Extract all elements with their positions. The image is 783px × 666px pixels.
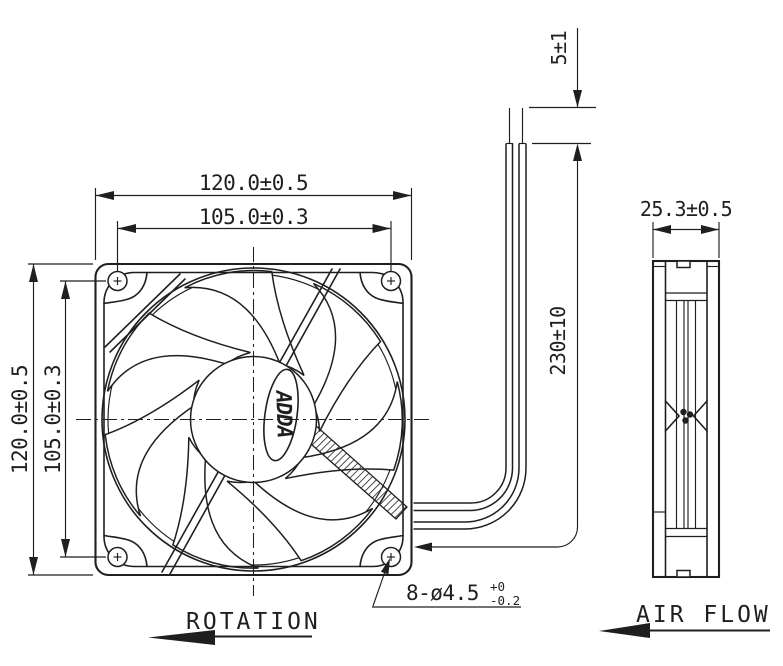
dimension-frame-width: 120.0±0.5 (94, 171, 413, 260)
fan-blade (312, 282, 382, 432)
frame-outer (94, 262, 413, 577)
lead-wires (413, 108, 527, 530)
fan-blade (184, 269, 305, 377)
dimension-frame-height: 120.0±0.5 (8, 263, 93, 576)
boss-bottom-left (103, 534, 148, 568)
hub-logo: ADDA (263, 368, 299, 462)
dimension-strip-length: 5±1 (529, 28, 596, 145)
corner-bosses (103, 271, 404, 568)
fan-front-view: ADDA (76, 247, 429, 596)
dim-arrow-left (117, 224, 136, 233)
dim-arrow-left (653, 225, 671, 234)
wire-length-text: 230±10 (546, 306, 570, 375)
rotation-label: ROTATION (186, 609, 321, 635)
dim-arrow-left (95, 191, 114, 200)
rotation-indicator: ROTATION (148, 609, 321, 645)
dim-arrow-right (372, 224, 391, 233)
corner-rib (104, 273, 181, 348)
strip-length-text: 5±1 (547, 31, 571, 66)
hole-tolerance-lower: -0.2 (490, 593, 520, 608)
top-tab (676, 260, 691, 269)
dimension-hole-pitch-horizontal: 105.0±0.3 (116, 205, 392, 272)
dim-arrow-right (701, 225, 719, 234)
dim-arrow-right (393, 191, 412, 200)
fan-blade (104, 379, 200, 517)
boss-bottom-right (359, 534, 404, 568)
hole-callout: 8-ø4.5 +0 -0.2 (372, 558, 521, 608)
wire-edge (413, 143, 527, 530)
height-dim-text: 120.0±0.5 (8, 365, 32, 474)
mounting-hole-bottom-right (380, 546, 402, 568)
depth-dim-text: 25.3±0.5 (640, 197, 732, 221)
airflow-arrow (599, 623, 650, 638)
logo-swoosh (263, 368, 299, 462)
dim-arrow-left (414, 542, 432, 552)
frame-inner (103, 271, 404, 568)
boss-top-right (359, 271, 404, 305)
mounting-hole-top-right (380, 270, 402, 292)
dim-arrow-up (573, 143, 582, 161)
width-dim-text: 120.0±0.5 (199, 171, 308, 195)
waist-left (664, 400, 681, 432)
bottom-tab (676, 569, 691, 578)
dimension-hole-pitch-vertical: 105.0±0.3 (41, 280, 106, 558)
fan-blade (106, 312, 251, 392)
fan-blade (171, 436, 259, 569)
dim-arrow-top (61, 281, 70, 299)
hole-tolerance-upper: +0 (490, 579, 505, 594)
mounting-hole-top-left (107, 270, 128, 292)
hole-callout-text: 8-ø4.5 (406, 581, 479, 605)
waist-right (692, 400, 708, 432)
hole-pitch-h-text: 105.0±0.3 (199, 205, 308, 229)
rotation-arrow (148, 630, 215, 645)
center-knurl (680, 408, 694, 424)
airflow-indicator: AIR FLOW (599, 602, 771, 638)
airflow-label: AIR FLOW (636, 602, 771, 628)
hole-pitch-v-text: 105.0±0.3 (41, 365, 65, 474)
wire-edge (413, 143, 507, 504)
dimension-depth: 25.3±0.5 (640, 197, 733, 258)
leader-arrow (380, 558, 390, 575)
impeller-blades (104, 269, 404, 569)
boss-top-left (103, 271, 148, 305)
fan-side-view (651, 259, 721, 579)
mounting-hole-bottom-left (107, 546, 128, 568)
wire-edge (413, 143, 514, 512)
wire-edge (413, 143, 520, 523)
corner-rib (109, 278, 186, 353)
dim-arrow-bottom (29, 557, 38, 575)
fan-blade (226, 480, 374, 562)
dimension-wire-length: 230±10 (414, 143, 582, 552)
logo-text: ADDA (271, 388, 297, 437)
dim-arrow-bottom (61, 539, 70, 557)
dim-arrow-top (29, 264, 38, 282)
fan-blade (284, 381, 404, 480)
dim-arrow-down (573, 90, 582, 108)
